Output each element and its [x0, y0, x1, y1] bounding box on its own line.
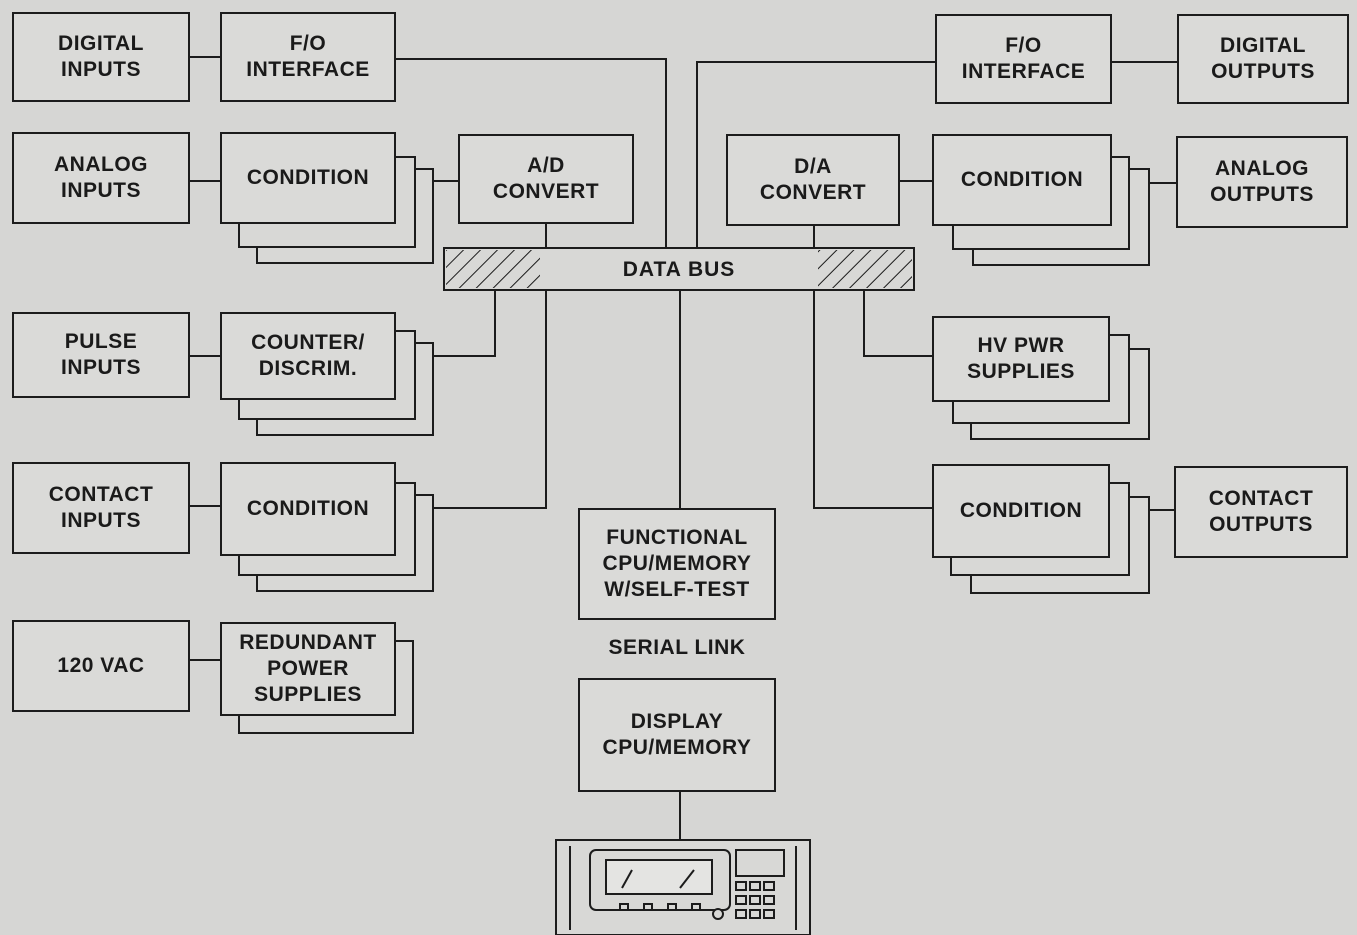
ad-convert-block: A/D CONVERT [458, 134, 634, 224]
fo-interface-right-block: F/O INTERFACE [935, 14, 1112, 104]
condition-contact-out-label: CONDITION [960, 498, 1082, 524]
digital-outputs-label: DIGITAL OUTPUTS [1211, 33, 1315, 85]
functional-cpu-label: FUNCTIONAL CPU/MEMORY W/SELF-TEST [603, 525, 752, 603]
data-bus-label: DATA BUS [444, 252, 914, 288]
fo-interface-right-label: F/O INTERFACE [962, 33, 1086, 85]
display-cpu-block: DISPLAY CPU/MEMORY [578, 678, 776, 792]
redundant-power-label: REDUNDANT POWER SUPPLIES [239, 630, 377, 708]
fo-interface-left-block: F/O INTERFACE [220, 12, 396, 102]
condition-analog-out-label: CONDITION [961, 167, 1083, 193]
digital-outputs-block: DIGITAL OUTPUTS [1177, 14, 1349, 104]
analog-inputs-label: ANALOG INPUTS [54, 152, 148, 204]
hv-pwr-block: HV PWR SUPPLIES [932, 316, 1110, 402]
analog-outputs-label: ANALOG OUTPUTS [1210, 156, 1314, 208]
pulse-inputs-block: PULSE INPUTS [12, 312, 190, 398]
contact-inputs-label: CONTACT INPUTS [49, 482, 154, 534]
contact-outputs-block: CONTACT OUTPUTS [1174, 466, 1348, 558]
vac-120-label: 120 VAC [57, 653, 144, 679]
condition-contact-in-label: CONDITION [247, 496, 369, 522]
redundant-power-block: REDUNDANT POWER SUPPLIES [220, 622, 396, 716]
digital-inputs-label: DIGITAL INPUTS [58, 31, 144, 83]
fo-interface-left-label: F/O INTERFACE [246, 31, 370, 83]
counter-discrim-block: COUNTER/ DISCRIM. [220, 312, 396, 400]
display-cpu-label: DISPLAY CPU/MEMORY [603, 709, 752, 761]
condition-contact-in-block: CONDITION [220, 462, 396, 556]
condition-contact-out-block: CONDITION [932, 464, 1110, 558]
vac-120-block: 120 VAC [12, 620, 190, 712]
serial-link-label: SERIAL LINK [578, 636, 776, 660]
counter-discrim-label: COUNTER/ DISCRIM. [251, 330, 365, 382]
hv-pwr-label: HV PWR SUPPLIES [967, 333, 1075, 385]
contact-inputs-block: CONTACT INPUTS [12, 462, 190, 554]
da-convert-block: D/A CONVERT [726, 134, 900, 226]
da-convert-label: D/A CONVERT [760, 154, 866, 206]
functional-cpu-block: FUNCTIONAL CPU/MEMORY W/SELF-TEST [578, 508, 776, 620]
analog-inputs-block: ANALOG INPUTS [12, 132, 190, 224]
condition-analog-in-label: CONDITION [247, 165, 369, 191]
display-terminal-icon [556, 840, 810, 935]
pulse-inputs-label: PULSE INPUTS [61, 329, 141, 381]
contact-outputs-label: CONTACT OUTPUTS [1209, 486, 1314, 538]
condition-analog-in-block: CONDITION [220, 132, 396, 224]
ad-convert-label: A/D CONVERT [493, 153, 599, 205]
digital-inputs-block: DIGITAL INPUTS [12, 12, 190, 102]
analog-outputs-block: ANALOG OUTPUTS [1176, 136, 1348, 228]
condition-analog-out-block: CONDITION [932, 134, 1112, 226]
